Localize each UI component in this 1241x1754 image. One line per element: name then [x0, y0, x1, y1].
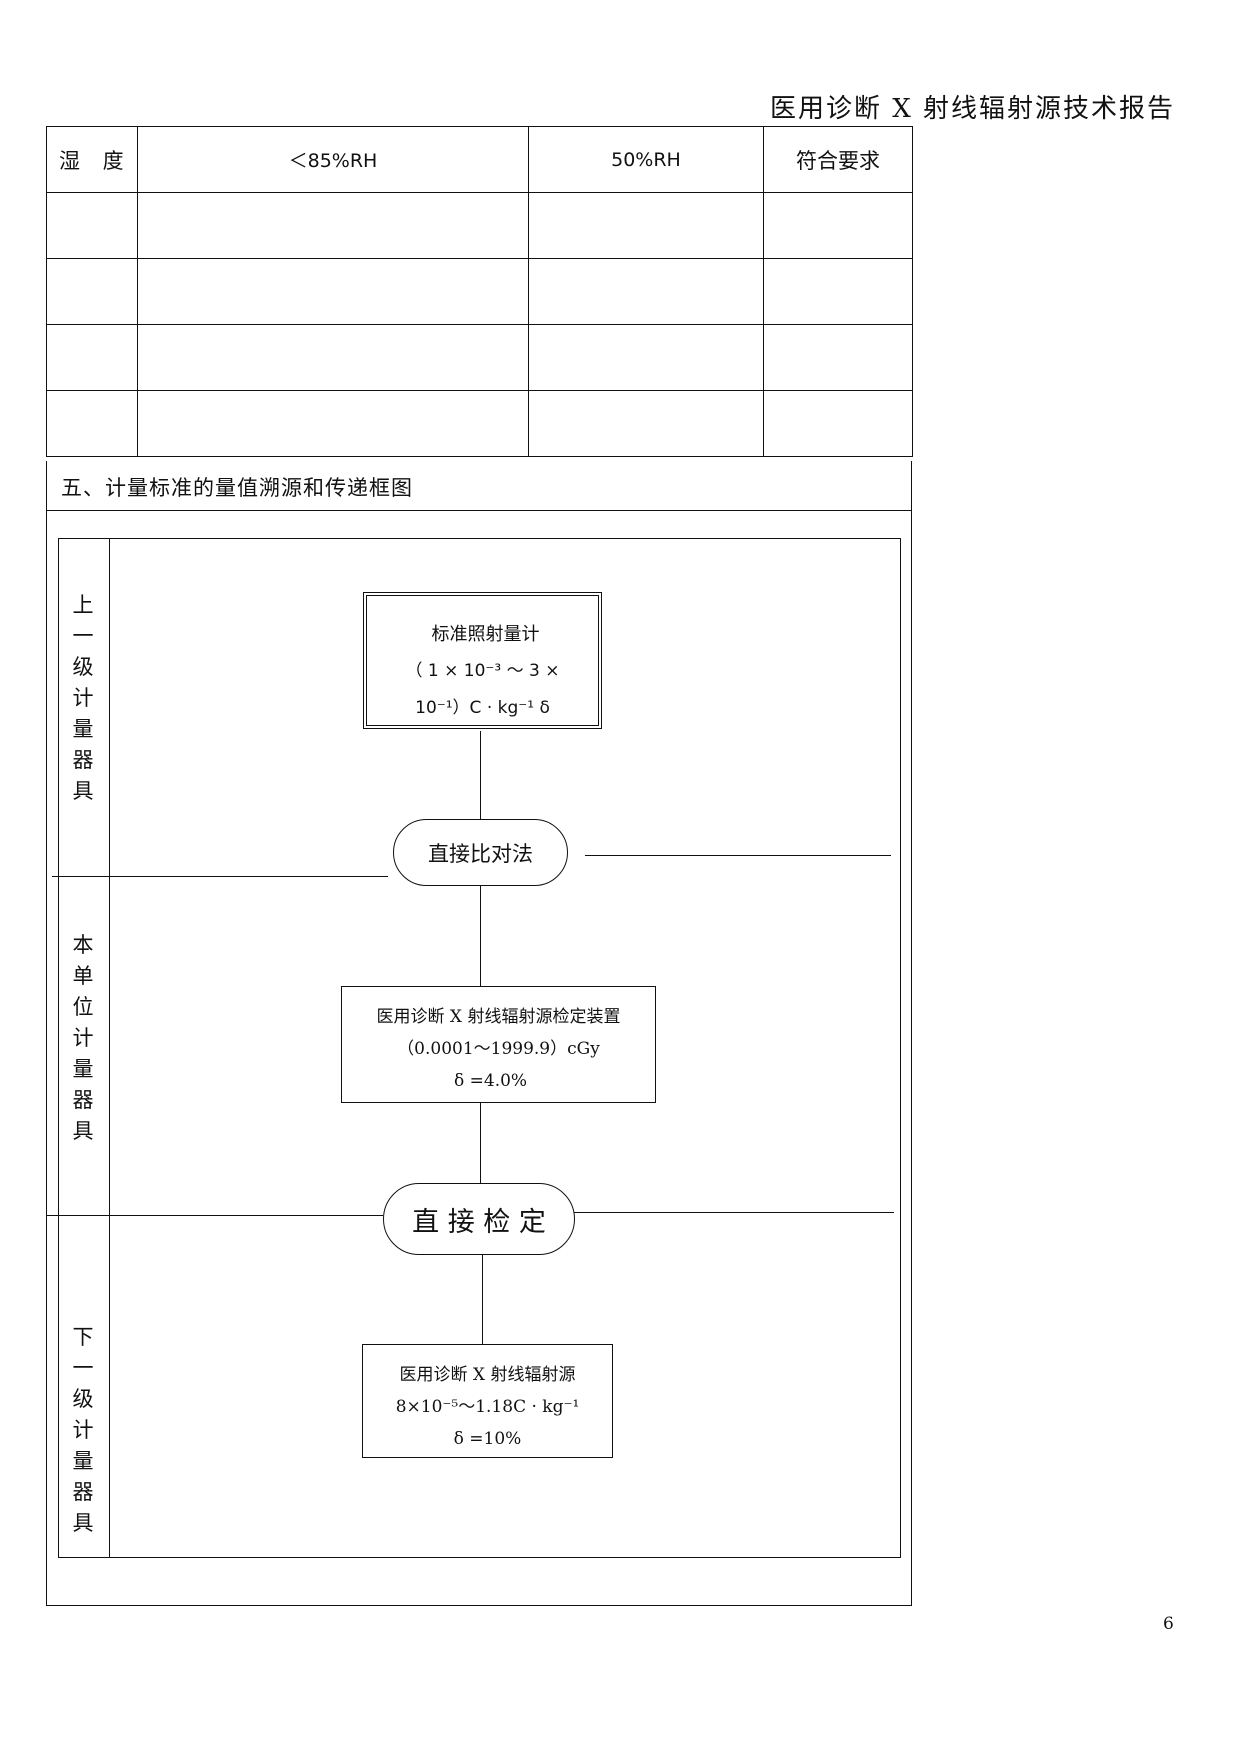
- humidity-measured: 50%RH: [528, 126, 764, 193]
- lower-instrument-range: 8×10⁻⁵～1.18C · kg⁻¹: [395, 1397, 580, 1417]
- page-number: 6: [1163, 1614, 1174, 1634]
- upper-instrument-uncertainty: 10⁻¹）C · kg⁻¹ δ: [415, 698, 550, 718]
- lower-instrument-name: 医用诊断 X 射线辐射源: [399, 1365, 576, 1385]
- table-row: [46, 324, 913, 391]
- level-separator-right-1: [585, 855, 891, 856]
- standard-device-box: 医用诊断 X 射线辐射源检定装置 （0.0001～1999.9）cGy δ =4…: [341, 986, 656, 1103]
- level-separator-left-1: [52, 876, 388, 877]
- lower-instrument-box: 医用诊断 X 射线辐射源 8×10⁻⁵～1.18C · kg⁻¹ δ =10%: [362, 1344, 613, 1458]
- document-header: 医用诊断 X 射线辐射源技术报告: [769, 94, 1175, 124]
- upper-instrument-name: 标准照射量计: [431, 624, 540, 645]
- level-label-lower: 下一级计量器具: [72, 1325, 94, 1535]
- level-separator-right-2: [574, 1212, 894, 1213]
- standard-device-name: 医用诊断 X 射线辐射源检定装置: [376, 1007, 621, 1027]
- upper-instrument-range: （ 1 × 10⁻³ ～ 3 ×: [405, 661, 560, 681]
- upper-instrument-box: 标准照射量计 （ 1 × 10⁻³ ～ 3 × 10⁻¹）C · kg⁻¹ δ: [363, 592, 602, 729]
- standard-device-range: （0.0001～1999.9）cGy: [397, 1039, 600, 1059]
- direct-verification-method: 直 接 检 定: [383, 1183, 575, 1255]
- direct-comparison-method: 直接比对法: [393, 819, 568, 886]
- table-row: 湿 度 ＜85%RH 50%RH 符合要求: [46, 126, 913, 193]
- humidity-requirement: ＜85%RH: [137, 126, 529, 193]
- section-header-box: 五、计量标准的量值溯源和传递框图: [46, 461, 912, 511]
- humidity-label: 湿 度: [46, 126, 138, 193]
- level-column-divider: [109, 538, 110, 1558]
- lower-instrument-uncertainty: δ =10%: [453, 1429, 522, 1449]
- connector-method1-to-middle: [480, 886, 481, 986]
- section-title: 五、计量标准的量值溯源和传递框图: [61, 476, 413, 500]
- humidity-conclusion: 符合要求: [763, 126, 913, 193]
- connector-top-to-method1: [480, 731, 481, 819]
- table-row: [46, 192, 913, 259]
- table-row: [46, 390, 913, 457]
- connector-middle-to-method2: [480, 1103, 481, 1183]
- diagram-inner-frame: [58, 538, 901, 1558]
- table-row: [46, 258, 913, 325]
- connector-method2-to-bottom: [482, 1255, 483, 1344]
- standard-device-uncertainty: δ =4.0%: [454, 1071, 528, 1091]
- level-separator-left-2: [46, 1215, 383, 1216]
- diagram-outer-frame: [46, 510, 912, 1606]
- level-label-this-unit: 本单位计量器具: [72, 933, 94, 1143]
- humidity-table: 湿 度 ＜85%RH 50%RH 符合要求: [46, 126, 913, 457]
- level-label-upper: 上一级计量器具: [72, 593, 94, 803]
